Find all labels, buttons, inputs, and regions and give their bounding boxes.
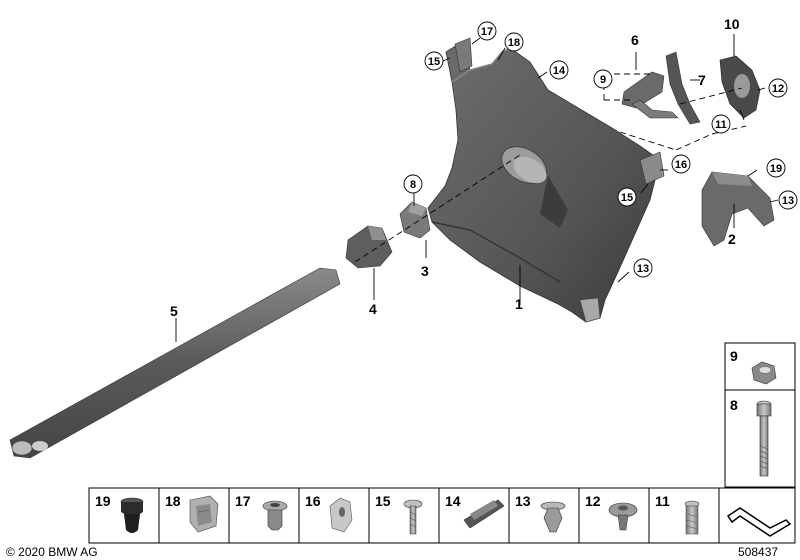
callout-3: 3 bbox=[421, 263, 429, 279]
bolt-icon bbox=[756, 400, 772, 477]
threaded-stud-icon bbox=[684, 500, 700, 535]
copyright-text: © 2020 BMW AG bbox=[6, 545, 98, 559]
row-cell-17-label: 17 bbox=[235, 493, 251, 509]
callout-15-side: 15 bbox=[621, 192, 633, 204]
callout-10: 10 bbox=[724, 16, 740, 32]
row-cell-19-label: 19 bbox=[95, 493, 111, 509]
part-2-bracket[interactable] bbox=[701, 171, 775, 247]
row-cell-11-label: 11 bbox=[655, 493, 670, 509]
part-4-end-cap[interactable] bbox=[345, 225, 393, 269]
callout-11: 11 bbox=[715, 119, 727, 131]
fastener-row: 19 18 17 16 15 14 13 12 11 bbox=[88, 487, 796, 544]
row-cell-16-label: 16 bbox=[305, 493, 321, 509]
row-cell-18-label: 18 bbox=[165, 493, 181, 509]
callout-19: 19 bbox=[770, 163, 782, 175]
callout-9-top: 9 bbox=[600, 74, 606, 86]
fir-tree-clip-icon bbox=[540, 501, 566, 533]
diagram-number: 508437 bbox=[738, 545, 778, 559]
part-16-side-clip[interactable] bbox=[639, 151, 665, 185]
push-nut-icon bbox=[329, 497, 353, 533]
part-5-sill-rail[interactable] bbox=[9, 267, 341, 459]
callout-15-top: 15 bbox=[428, 56, 440, 68]
callouts-plain: 1 2 3 4 5 6 7 10 bbox=[170, 16, 740, 319]
hex-nut-icon bbox=[751, 361, 777, 385]
callout-13-right: 13 bbox=[782, 195, 794, 207]
part-1-trim-panel[interactable] bbox=[427, 41, 661, 323]
leader-lines bbox=[175, 34, 779, 342]
bracket-outline-icon bbox=[726, 507, 792, 537]
callout-1: 1 bbox=[515, 296, 523, 312]
callouts-circled bbox=[403, 21, 798, 278]
side-cell-9-label: 9 bbox=[730, 348, 738, 364]
side-cell-8-label: 8 bbox=[730, 397, 738, 413]
row-cell-14-label: 14 bbox=[445, 493, 461, 509]
part-3-bracket[interactable] bbox=[399, 201, 431, 239]
washer-clip-icon bbox=[608, 502, 638, 531]
row-cell-13-label: 13 bbox=[515, 493, 531, 509]
expanding-rivet-icon bbox=[262, 500, 288, 531]
callout-5: 5 bbox=[170, 303, 178, 319]
row-cell-12-label: 12 bbox=[585, 493, 601, 509]
strip-clip-icon bbox=[463, 499, 505, 529]
screw-icon bbox=[403, 499, 423, 535]
spring-clip-icon bbox=[189, 495, 219, 533]
callout-2: 2 bbox=[728, 231, 736, 247]
callout-17-top: 17 bbox=[481, 26, 493, 38]
row-cell-15-label: 15 bbox=[375, 493, 391, 509]
side-panel: 9 8 bbox=[724, 342, 796, 488]
part-6-bracket[interactable] bbox=[621, 71, 679, 119]
callout-18-top: 18 bbox=[508, 37, 520, 49]
callout-8: 8 bbox=[410, 179, 416, 191]
callouts-circled-text: 17 18 15 14 9 12 11 16 15 19 13 8 13 bbox=[410, 26, 794, 275]
callout-16: 16 bbox=[675, 159, 687, 171]
callout-6: 6 bbox=[631, 32, 639, 48]
part-7-arm[interactable] bbox=[665, 51, 701, 125]
part-18-top-clip[interactable] bbox=[454, 37, 473, 73]
callout-12: 12 bbox=[772, 83, 784, 95]
callout-7: 7 bbox=[698, 72, 706, 88]
callout-13-lower: 13 bbox=[637, 263, 649, 275]
rubber-plug-icon bbox=[120, 497, 144, 533]
callout-4: 4 bbox=[369, 301, 377, 317]
callout-14: 14 bbox=[553, 65, 566, 77]
part-10-cover[interactable] bbox=[719, 55, 761, 119]
